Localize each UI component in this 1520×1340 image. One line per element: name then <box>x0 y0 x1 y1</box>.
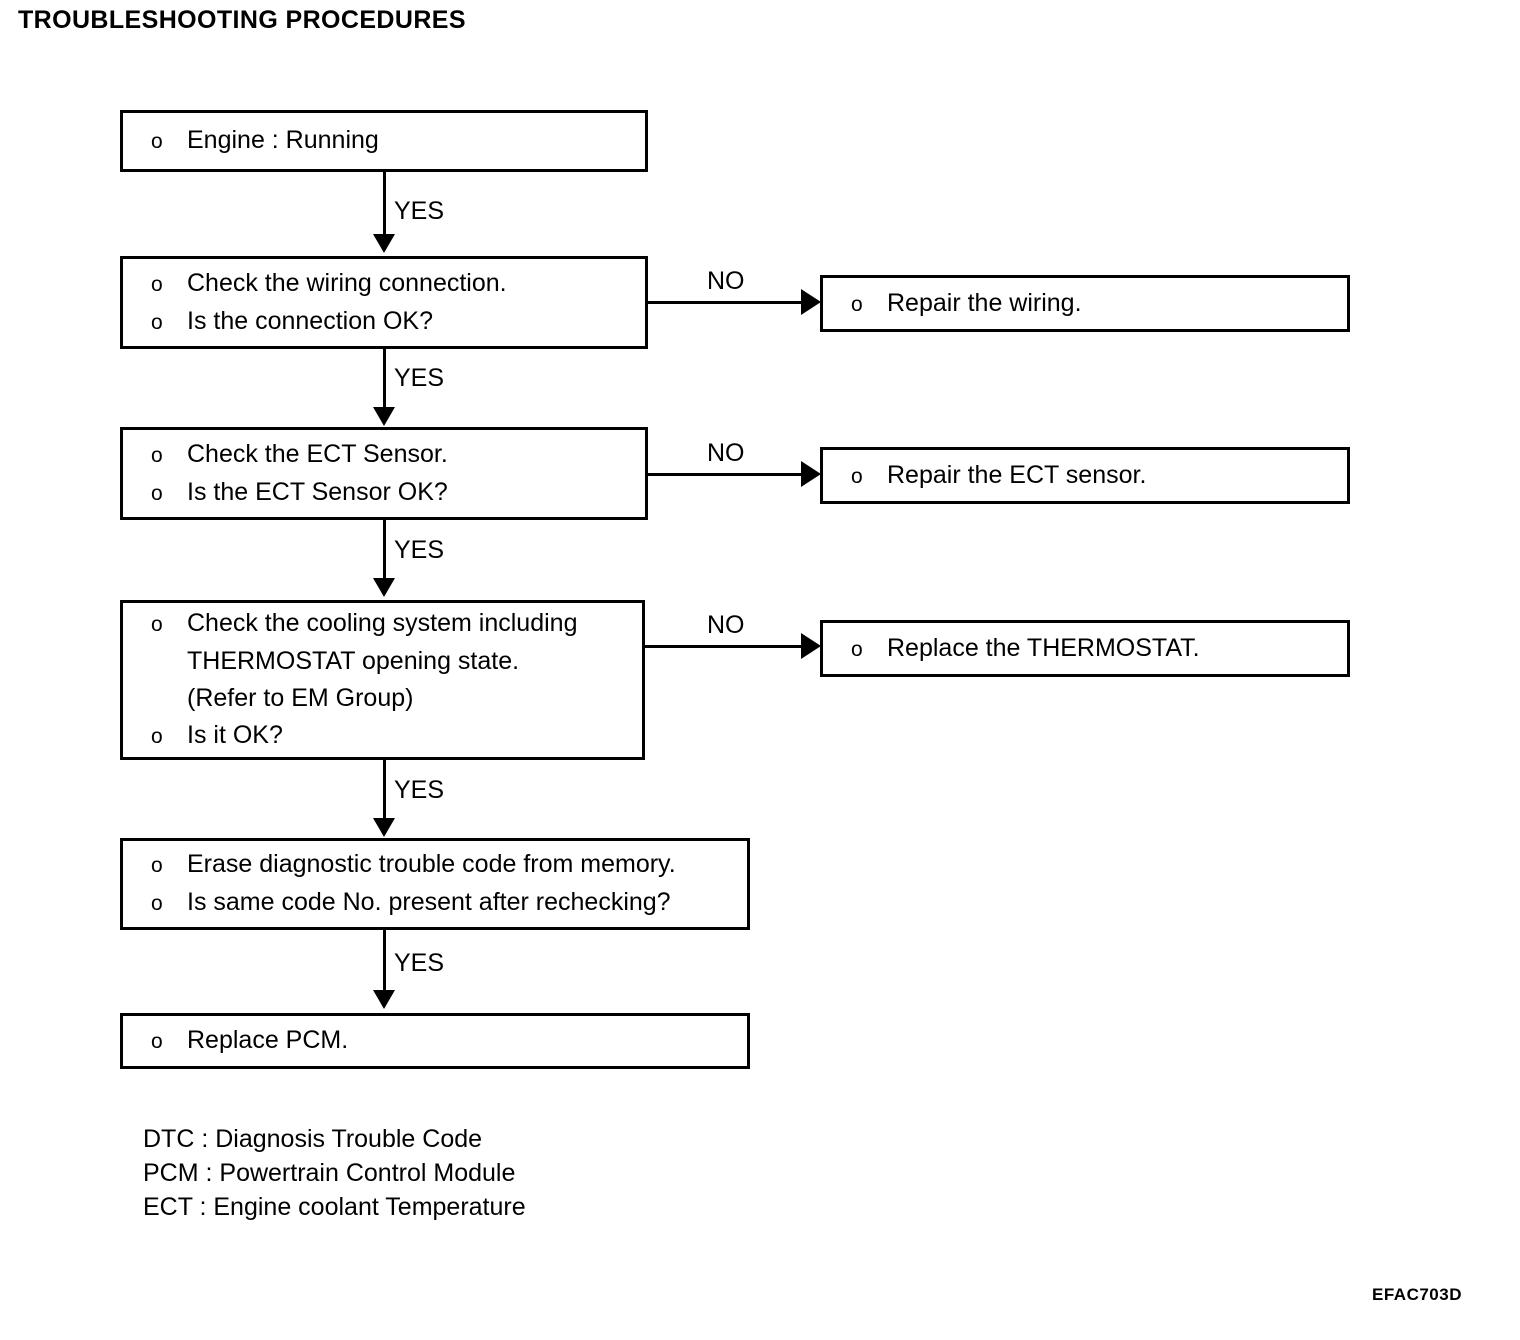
flow-node-replace-thermostat: o Replace the THERMOSTAT. <box>820 620 1350 677</box>
flow-node-text: Replace PCM. <box>187 1026 349 1054</box>
arrowhead-down-yes-3 <box>373 578 395 597</box>
arrowhead-down-yes-5 <box>373 990 395 1009</box>
connector-line-yes-1 <box>383 172 386 238</box>
legend-row-dtc: DTC : Diagnosis Trouble Code <box>143 1125 483 1153</box>
connector-line-yes-4 <box>383 760 386 822</box>
flow-node-check-wiring: o Check the wiring connection. o Is the … <box>120 256 648 349</box>
flow-node-line: o Check the ECT Sensor. <box>151 436 639 474</box>
bullet-marker: o <box>151 613 163 636</box>
flow-node-text: Check the ECT Sensor. <box>187 439 448 468</box>
flow-node-repair-ect-sensor: o Repair the ECT sensor. <box>820 447 1350 504</box>
bullet-marker: o <box>151 310 163 334</box>
connector-line-yes-2 <box>383 349 386 411</box>
flow-node-line: o Repair the ECT sensor. <box>851 457 1341 495</box>
bullet-marker: o <box>151 892 163 915</box>
connector-line-yes-5 <box>383 930 386 994</box>
edge-label-yes-5: YES <box>394 949 445 977</box>
edge-label-yes-1: YES <box>394 197 445 225</box>
edge-label-yes-4: YES <box>394 776 445 804</box>
flow-node-line: o Check the cooling system including <box>151 605 636 643</box>
flow-node-text: Check the wiring connection. <box>187 268 507 297</box>
flow-node-line: o Is it OK? <box>151 717 636 755</box>
bullet-marker: o <box>851 464 863 488</box>
flow-node-text: THERMOSTAT opening state. <box>187 647 520 675</box>
flow-node-line: o Engine : Running <box>151 122 639 160</box>
bullet-marker: o <box>851 292 863 316</box>
flow-node-line: o Erase diagnostic trouble code from mem… <box>151 846 741 884</box>
flow-node-text: Repair the wiring. <box>887 288 1082 317</box>
abbreviation-legend: DTC : Diagnosis Trouble Code PCM : Power… <box>143 1122 526 1224</box>
flow-node-check-cooling-system: o Check the cooling system including THE… <box>120 600 645 760</box>
bullet-marker: o <box>151 443 163 467</box>
legend-row-ect: ECT : Engine coolant Temperature <box>143 1193 526 1221</box>
flow-node-line: o Check the wiring connection. <box>151 265 639 303</box>
flow-node-line: o Is the ECT Sensor OK? <box>151 474 639 512</box>
flow-node-text: Is the ECT Sensor OK? <box>187 477 448 506</box>
flow-node-text: Check the cooling system including <box>187 609 578 637</box>
arrowhead-down-yes-4 <box>373 818 395 837</box>
edge-label-no-1: NO <box>707 267 745 295</box>
bullet-marker: o <box>851 637 863 661</box>
bullet-marker: o <box>151 272 163 296</box>
edge-label-no-2: NO <box>707 439 745 467</box>
flow-node-engine-running: o Engine : Running <box>120 110 648 172</box>
flow-node-text: Is same code No. present after recheckin… <box>187 888 671 916</box>
bullet-marker: o <box>151 481 163 505</box>
flow-node-line: o Replace PCM. <box>151 1022 741 1060</box>
edge-label-yes-3: YES <box>394 536 445 564</box>
legend-row-pcm: PCM : Powertrain Control Module <box>143 1159 516 1187</box>
figure-code: EFAC703D <box>1372 1285 1462 1304</box>
flow-node-text: Is the connection OK? <box>187 306 433 335</box>
flow-node-line: o Replace the THERMOSTAT. <box>851 630 1341 668</box>
flow-node-line: o Repair the wiring. <box>851 285 1341 323</box>
connector-line-no-2 <box>648 473 813 476</box>
edge-label-yes-2: YES <box>394 364 445 392</box>
flow-node-text: Is it OK? <box>187 721 283 749</box>
flow-node-check-ect-sensor: o Check the ECT Sensor. o Is the ECT Sen… <box>120 427 648 520</box>
flow-node-line: o Is same code No. present after recheck… <box>151 884 741 922</box>
flow-node-text: Erase diagnostic trouble code from memor… <box>187 850 676 878</box>
flow-node-replace-pcm: o Replace PCM. <box>120 1013 750 1069</box>
arrowhead-down-yes-1 <box>373 234 395 253</box>
arrowhead-down-yes-2 <box>373 407 395 426</box>
edge-label-no-3: NO <box>707 611 745 639</box>
flow-node-text: Replace the THERMOSTAT. <box>887 633 1200 662</box>
flow-node-repair-wiring: o Repair the wiring. <box>820 275 1350 332</box>
flow-node-line: THERMOSTAT opening state. <box>151 643 636 680</box>
bullet-marker: o <box>151 130 163 153</box>
bullet-marker: o <box>151 725 163 748</box>
flow-node-line: o Is the connection OK? <box>151 303 639 341</box>
connector-line-no-1 <box>648 301 813 304</box>
bullet-marker: o <box>151 1030 163 1053</box>
page-title: TROUBLESHOOTING PROCEDURES <box>18 6 466 34</box>
arrowhead-right-no-1 <box>801 289 821 315</box>
connector-line-yes-3 <box>383 520 386 582</box>
bullet-marker: o <box>151 854 163 877</box>
arrowhead-right-no-3 <box>801 633 821 659</box>
arrowhead-right-no-2 <box>801 461 821 487</box>
flow-node-line: (Refer to EM Group) <box>151 680 636 717</box>
flow-node-text: Engine : Running <box>187 126 379 154</box>
flow-node-erase-dtc: o Erase diagnostic trouble code from mem… <box>120 838 750 930</box>
connector-line-no-3 <box>645 645 813 648</box>
flow-node-text: Repair the ECT sensor. <box>887 460 1147 489</box>
flow-node-text: (Refer to EM Group) <box>187 684 414 712</box>
